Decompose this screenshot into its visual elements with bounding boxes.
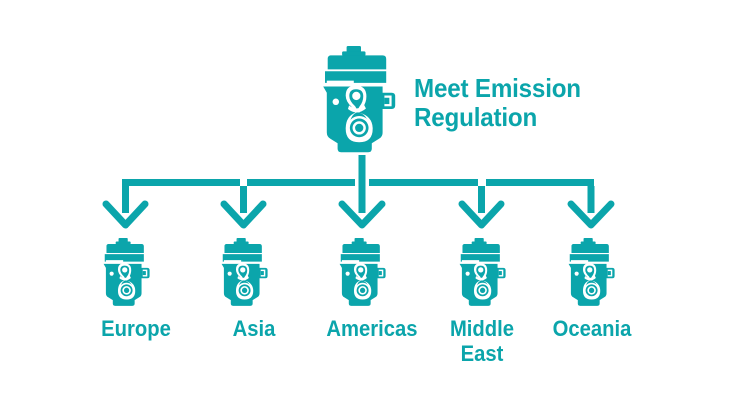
- root-title: Meet Emission Regulation: [414, 73, 581, 132]
- engine-icon-asia: [221, 238, 268, 306]
- node-label-middle-east: Middle East: [449, 316, 515, 366]
- arrowhead-americas: [338, 200, 386, 229]
- engine-icon-oceania: [568, 238, 615, 306]
- engine-icon-europe: [103, 238, 150, 306]
- node-label-americas: Americas: [326, 316, 418, 341]
- node-label-europe: Europe: [101, 316, 171, 341]
- engine-icon-americas: [339, 238, 386, 306]
- arrowheads: [102, 200, 615, 229]
- child-engine-icons: [103, 238, 615, 306]
- node-label-oceania: Oceania: [552, 316, 632, 341]
- arrowhead-oceania: [567, 200, 615, 229]
- arrowhead-europe: [102, 200, 149, 229]
- connector-lines: [122, 155, 595, 213]
- engine-icon-middle-east: [459, 238, 506, 306]
- node-label-asia: Asia: [232, 316, 276, 341]
- arrowhead-asia: [220, 200, 267, 229]
- root-engine-icon: [323, 46, 396, 153]
- arrowhead-middle-east: [458, 200, 505, 229]
